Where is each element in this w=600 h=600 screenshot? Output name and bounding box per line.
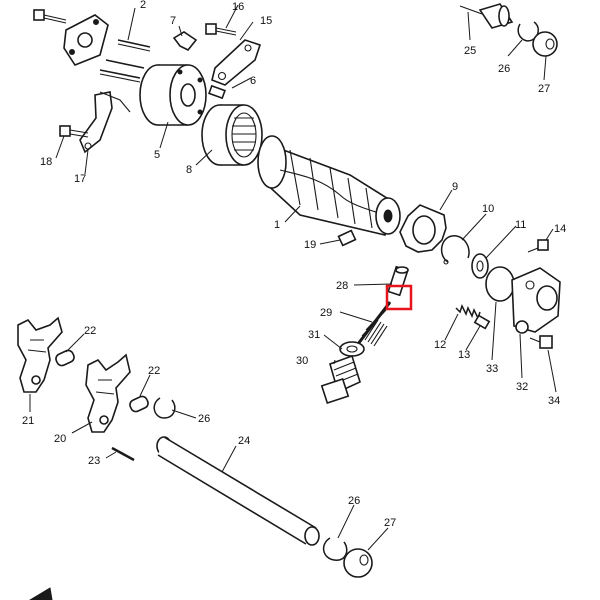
switch-30 — [320, 354, 361, 404]
label-26-top: 26 — [498, 63, 510, 75]
bracket-17 — [79, 91, 131, 154]
label-21: 21 — [22, 415, 34, 427]
gasket-31 — [339, 341, 365, 357]
label-22-right: 22 — [148, 365, 160, 377]
pin-7 — [172, 31, 198, 52]
label-6: 6 — [250, 75, 256, 87]
pin-set-2 — [99, 39, 151, 83]
label-8: 8 — [186, 164, 192, 176]
label-27-bottom: 27 — [384, 517, 396, 529]
label-9: 9 — [452, 181, 458, 193]
corner-mark — [29, 587, 53, 600]
label-22-left: 22 — [84, 325, 96, 337]
label-18: 18 — [40, 156, 52, 168]
stopper-plate-15 — [211, 39, 262, 86]
o-ring-33 — [485, 266, 515, 302]
segment-drum-5 — [139, 64, 207, 126]
label-2: 2 — [140, 0, 146, 11]
label-7: 7 — [170, 15, 176, 27]
roller-27-bottom — [343, 548, 373, 578]
label-29: 29 — [320, 307, 332, 319]
leader-lines — [29, 4, 557, 551]
top-left-screw — [33, 9, 67, 24]
screw-14 — [527, 239, 549, 253]
label-20: 20 — [54, 433, 66, 445]
roller-22-right — [129, 395, 149, 413]
circlip-26-top — [517, 21, 539, 42]
callout-numbers: 1 2 5 6 7 8 9 10 11 12 13 14 15 16 17 18… — [22, 0, 566, 529]
label-14: 14 — [554, 223, 566, 235]
label-26-mid: 26 — [198, 413, 210, 425]
pin-6 — [208, 84, 226, 100]
label-24: 24 — [238, 435, 250, 447]
label-10: 10 — [482, 203, 494, 215]
label-12: 12 — [434, 339, 446, 351]
label-32: 32 — [516, 381, 528, 393]
pin-13 — [473, 314, 491, 330]
roller-22-left — [55, 349, 75, 367]
cover-plate-32 — [511, 267, 561, 334]
label-15: 15 — [260, 15, 272, 27]
circlip-26-mid — [153, 397, 176, 419]
label-31: 31 — [308, 329, 320, 341]
shift-fork-20 — [85, 353, 131, 433]
label-28: 28 — [336, 280, 348, 292]
pin-25 — [459, 3, 514, 29]
label-19: 19 — [304, 239, 316, 251]
washer-11 — [471, 253, 489, 279]
spring-12 — [455, 304, 481, 320]
label-13: 13 — [458, 349, 470, 361]
leader-2 — [127, 7, 136, 41]
screw-16 — [205, 23, 237, 36]
label-11: 11 — [515, 219, 526, 231]
label-25: 25 — [464, 45, 476, 57]
label-34: 34 — [548, 395, 560, 407]
spring-29 — [356, 301, 392, 347]
label-26-bottom: 26 — [348, 495, 360, 507]
label-1: 1 — [274, 219, 280, 231]
pin-23 — [111, 446, 135, 462]
label-5: 5 — [154, 149, 160, 161]
shift-drum-1 — [257, 135, 401, 236]
label-27-top: 27 — [538, 83, 550, 95]
label-16: 16 — [232, 1, 244, 13]
circlip-10 — [440, 235, 470, 265]
screw-34 — [529, 335, 553, 349]
label-17: 17 — [74, 173, 86, 185]
circlip-26-bottom — [322, 537, 348, 561]
highlight-box — [385, 284, 413, 311]
label-30: 30 — [296, 355, 308, 367]
shift-fork-21 — [17, 316, 63, 393]
star-cam-9 — [399, 204, 447, 253]
plunger-28 — [387, 265, 409, 297]
screw-18 — [59, 125, 89, 138]
dowel-19 — [337, 229, 357, 247]
needle-bearing-8 — [201, 104, 263, 166]
shift-shaft-24 — [156, 436, 320, 546]
label-33: 33 — [486, 363, 498, 375]
bearing-plate — [63, 14, 109, 66]
roller-27-top — [532, 31, 558, 57]
label-23: 23 — [88, 455, 100, 467]
